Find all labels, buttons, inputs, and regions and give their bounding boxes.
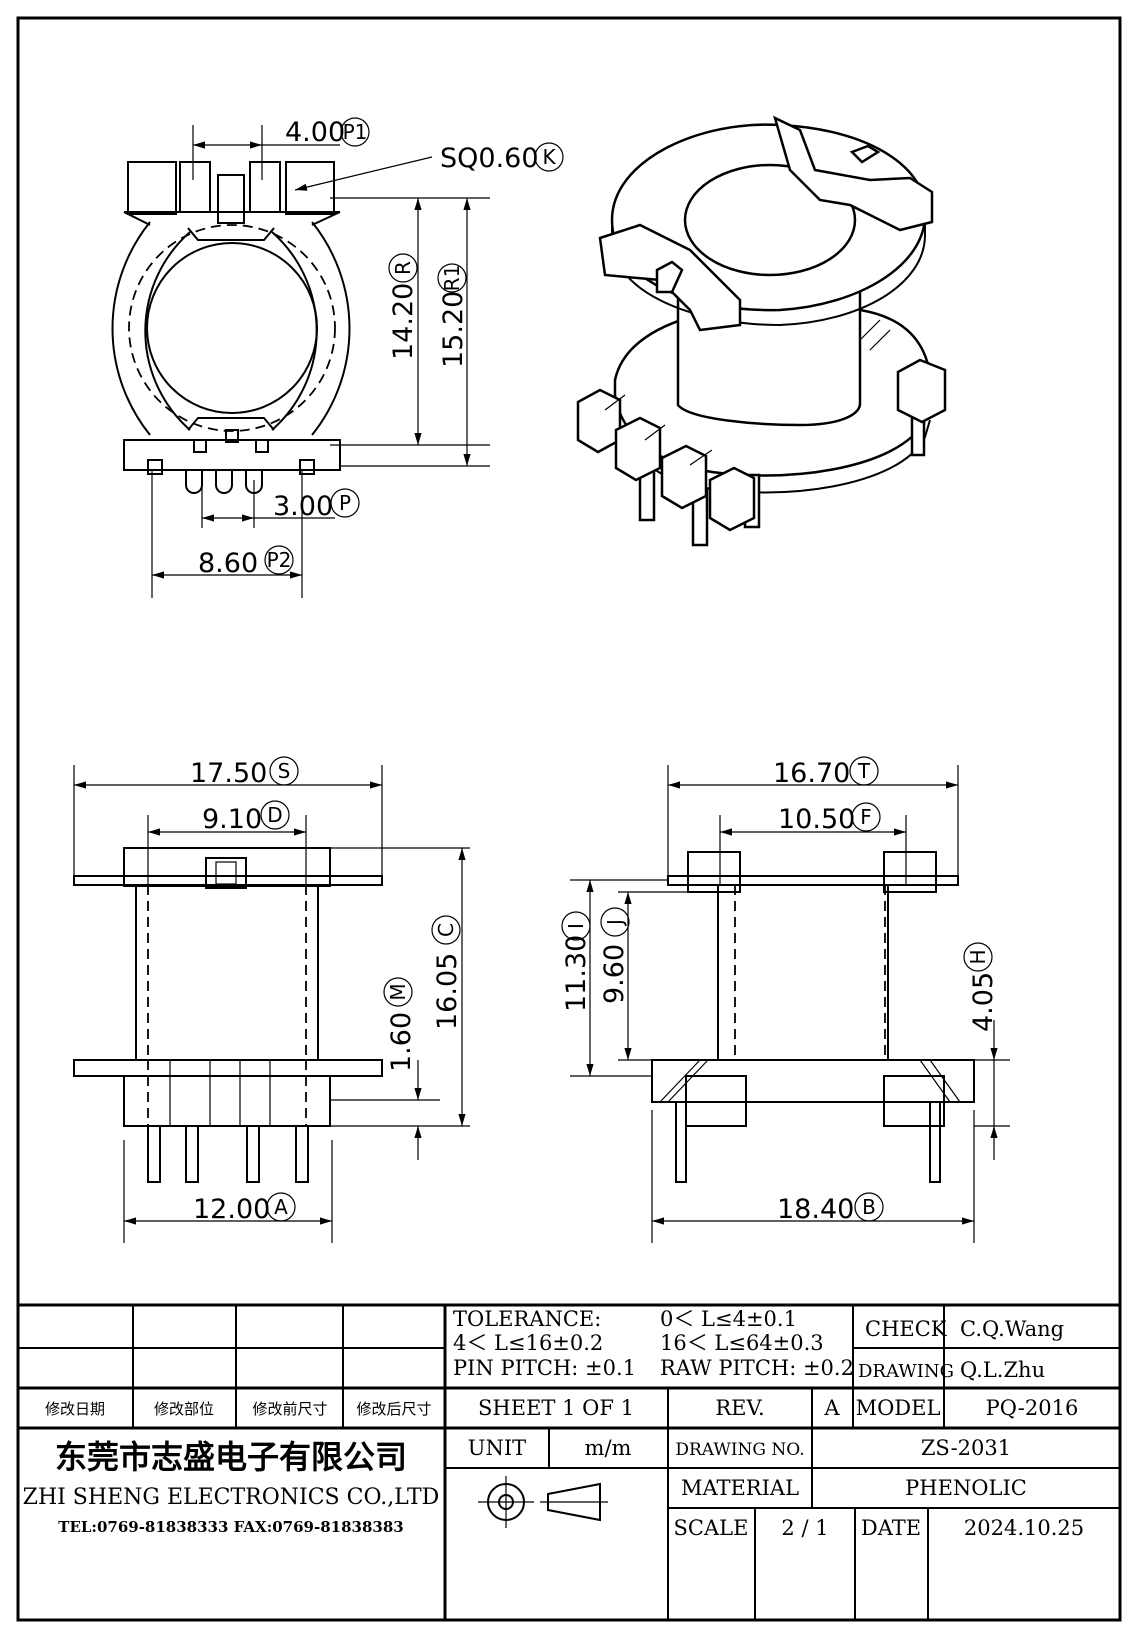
model-label: MODEL	[856, 1396, 941, 1420]
top-view	[111, 161, 351, 494]
front-view-dimensions: 17.50 S 9.10 D 16.05 C 1.60 M 12.00 A	[73, 756, 470, 1243]
dim-k-tag: K	[542, 145, 556, 169]
title-block: TOLERANCE: 0＜ L≤4±0.1 4＜ L≤16±0.2 16＜ L≤…	[18, 1303, 1120, 1620]
drawing-no-value: ZS-2031	[921, 1436, 1011, 1460]
projection-symbol	[478, 1476, 608, 1528]
isometric-view	[576, 115, 947, 547]
date-value: 2024.10.25	[964, 1516, 1084, 1540]
dim-h-value: 4.05	[968, 972, 999, 1032]
dim-h-tag: H	[966, 949, 990, 964]
drawing-value: Q.L.Zhu	[960, 1358, 1045, 1382]
company-contact: TEL:0769-81838333 FAX:0769-81838383	[58, 1518, 403, 1536]
dim-a-value: 12.00	[193, 1194, 270, 1225]
dim-f-tag: F	[860, 805, 872, 829]
check-value: C.Q.Wang	[960, 1317, 1064, 1341]
dim-p-tag: P	[339, 491, 351, 515]
side-view	[651, 851, 975, 1183]
rev-value: A	[823, 1396, 840, 1420]
tolerance-2: 4＜ L≤16±0.2	[453, 1331, 603, 1355]
dim-m-value: 1.60	[386, 1012, 417, 1072]
dim-d-tag: D	[267, 803, 282, 827]
dim-p-value: 3.00	[273, 491, 333, 522]
scale-label: SCALE	[674, 1516, 749, 1540]
tolerance-1: 0＜ L≤4±0.1	[660, 1307, 797, 1331]
scale-value: 2 / 1	[781, 1516, 828, 1540]
drawing-no-label: DRAWING NO.	[675, 1440, 804, 1460]
rev-label: REV.	[715, 1396, 764, 1420]
dim-m-tag: M	[386, 983, 410, 1000]
dim-p1-value: 4.00	[285, 117, 345, 148]
dim-p2-tag: P2	[267, 548, 292, 572]
tolerance-label: TOLERANCE:	[453, 1307, 601, 1331]
top-view-dimensions: 4.00 P1 SQ0.60 K 14.20 R 15.20 R1 3.00 P…	[151, 117, 564, 598]
dim-c-tag: C	[434, 923, 458, 937]
dim-p1-tag: P1	[343, 120, 368, 144]
dim-i-value: 11.30	[561, 935, 592, 1012]
pin-pitch: PIN PITCH: ±0.1	[453, 1356, 636, 1380]
tolerance-3: 16＜ L≤64±0.3	[660, 1331, 824, 1355]
drawing-label: DRAWING	[858, 1361, 954, 1382]
dim-f-value: 10.50	[778, 804, 855, 835]
dim-t-value: 16.70	[773, 758, 850, 789]
dim-i-tag: I	[564, 923, 588, 929]
model-value: PQ-2016	[986, 1396, 1079, 1420]
rev-header-part: 修改部位	[154, 1400, 214, 1418]
dim-r-tag: R	[391, 261, 415, 275]
dim-b-tag: B	[862, 1195, 876, 1219]
rev-header-date: 修改日期	[45, 1400, 105, 1418]
company-name-cn: 东莞市志盛电子有限公司	[55, 1438, 407, 1476]
dim-j-value: 9.60	[599, 944, 630, 1004]
raw-pitch: RAW PITCH: ±0.2	[660, 1356, 854, 1380]
dim-t-tag: T	[857, 759, 871, 783]
dim-r-value: 14.20	[388, 283, 419, 360]
dim-k-value: SQ0.60	[440, 143, 539, 174]
dim-d-value: 9.10	[202, 804, 262, 835]
dim-j-tag: J	[603, 919, 627, 927]
unit-value: m/m	[585, 1436, 632, 1460]
dim-r1-tag: R1	[440, 265, 464, 292]
material-label: MATERIAL	[681, 1476, 799, 1500]
dim-c-value: 16.05	[432, 953, 463, 1030]
dim-s-value: 17.50	[190, 758, 267, 789]
drawing-border	[16, 16, 1122, 1622]
rev-header-after: 修改后尺寸	[356, 1400, 431, 1418]
dim-b-value: 18.40	[777, 1194, 854, 1225]
dim-s-tag: S	[278, 759, 291, 783]
date-label: DATE	[861, 1516, 921, 1540]
material-value: PHENOLIC	[905, 1476, 1027, 1500]
dim-r1-value: 15.20	[438, 291, 469, 368]
check-label: CHECK	[865, 1317, 947, 1341]
sheet-text: SHEET 1 OF 1	[478, 1396, 634, 1420]
dim-p2-value: 8.60	[198, 548, 258, 579]
company-name-en: ZHI SHENG ELECTRONICS CO.,LTD	[23, 1485, 440, 1510]
unit-label: UNIT	[468, 1436, 526, 1460]
front-view	[73, 847, 383, 1183]
dim-a-tag: A	[274, 1195, 288, 1219]
rev-header-before: 修改前尺寸	[252, 1400, 327, 1418]
side-view-dimensions: 16.70 T 10.50 F 11.30 I 9.60 J 4.05 H 18…	[561, 756, 1010, 1243]
